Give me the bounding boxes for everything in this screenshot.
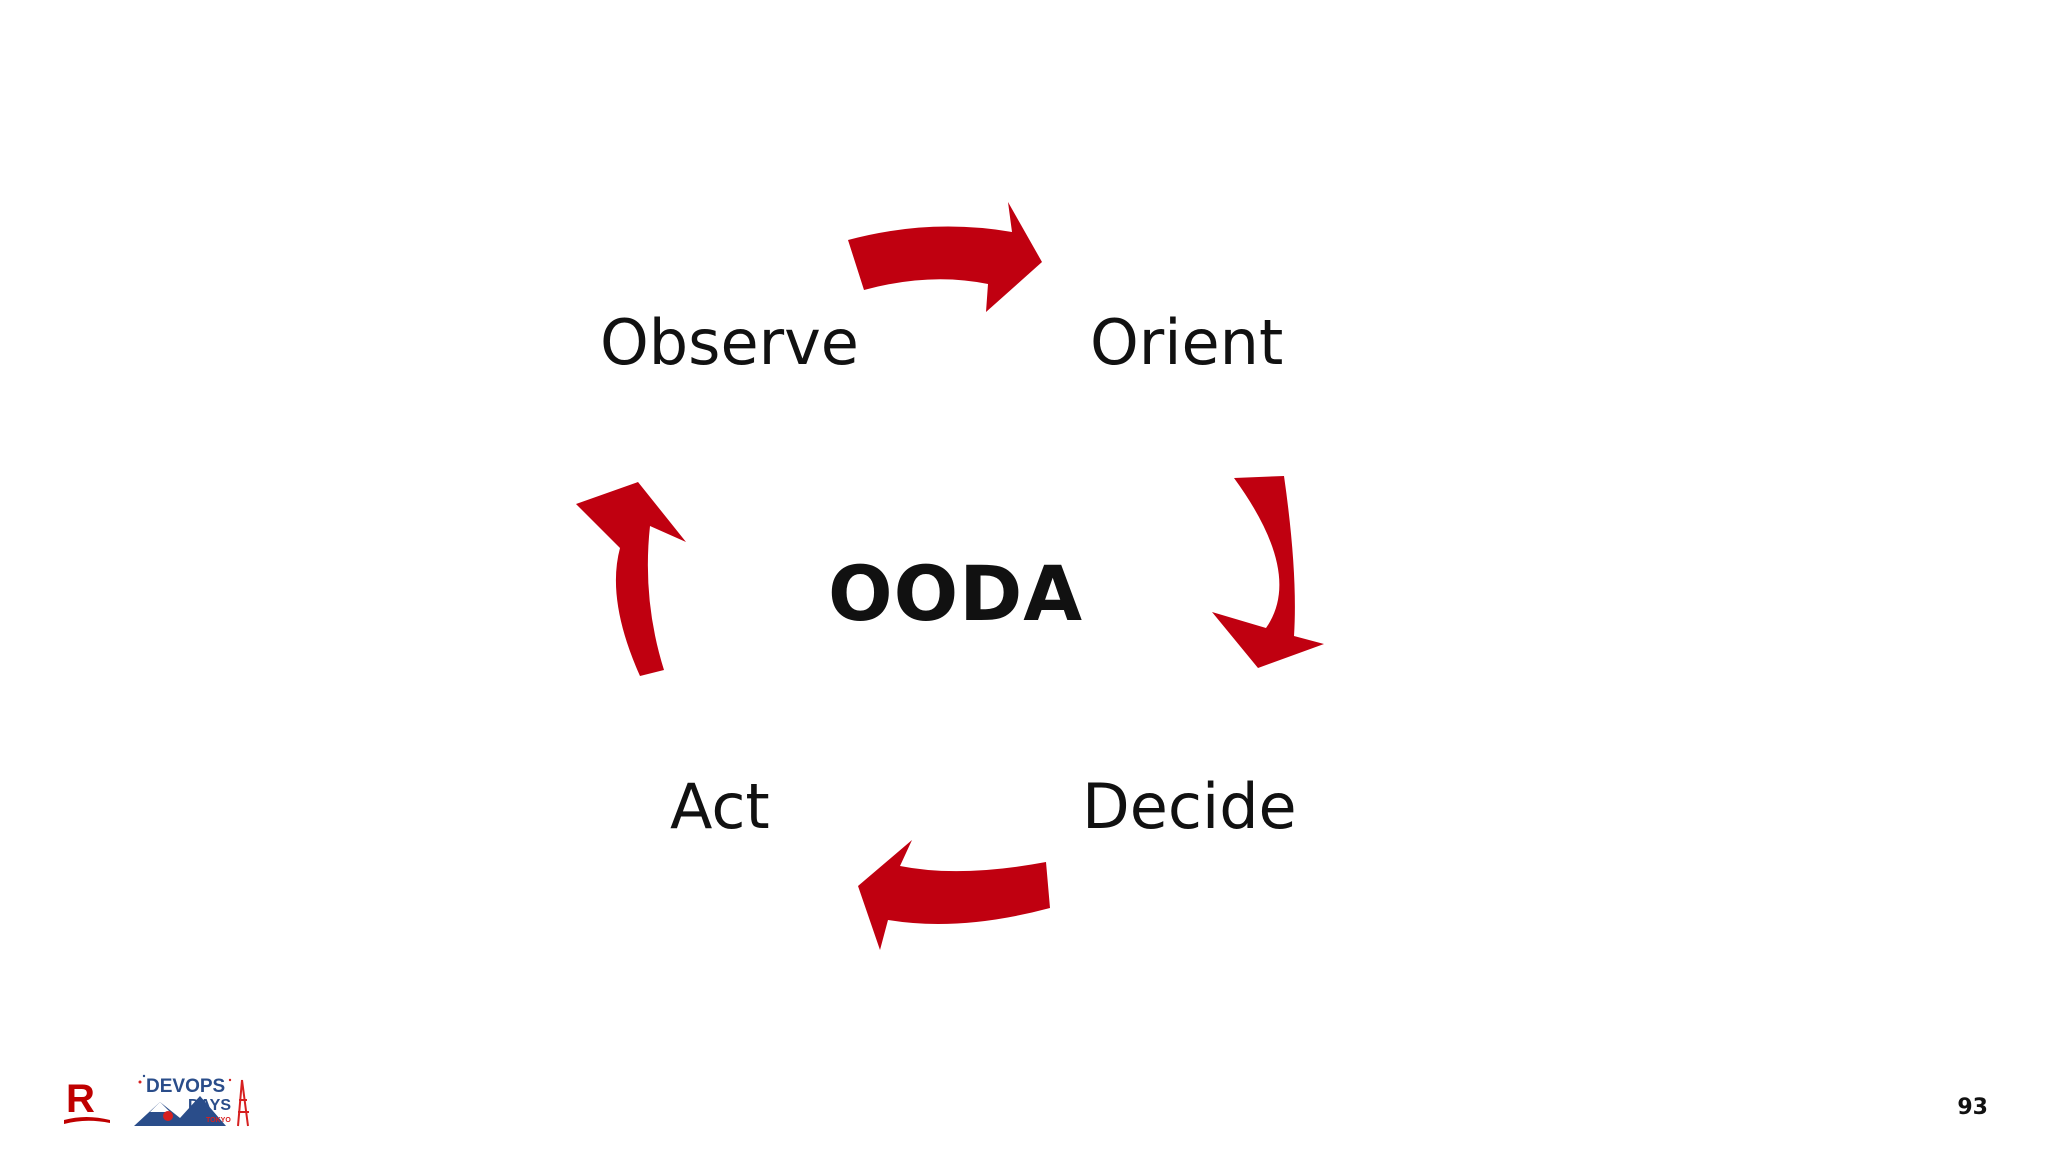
step-label-act: Act [670,770,770,843]
arrow-orient-to-decide [1212,476,1324,668]
arrow-observe-to-orient [848,202,1042,312]
devopsdays-logo-line3: TOKYO [206,1117,231,1124]
devopsdays-tokyo-logo: DEVOPS DAYS TOKYO [130,1072,258,1128]
arrow-decide-to-act [858,840,1050,950]
page-number: 93 [1957,1095,1988,1120]
devopsdays-logo-line2: DAYS [188,1097,231,1114]
rakuten-logo-letter: R [66,1077,95,1121]
step-label-orient: Orient [1090,306,1284,379]
arrow-act-to-observe [576,482,686,676]
diagram-center-label: OODA [828,549,1084,638]
rakuten-logo: R [64,1077,110,1124]
devopsdays-logo-line1: DEVOPS [146,1076,225,1097]
step-label-observe: Observe [600,306,859,379]
step-label-decide: Decide [1082,770,1297,843]
